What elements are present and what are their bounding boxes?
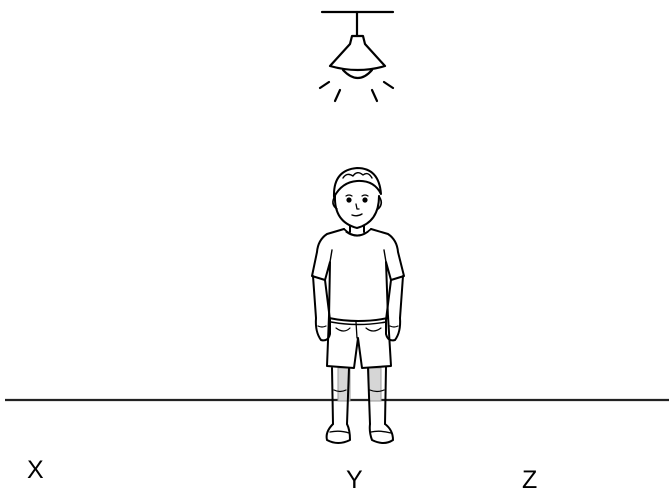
label-x: X <box>27 456 44 484</box>
label-z: Z <box>522 466 537 493</box>
ceiling-lamp <box>320 12 393 101</box>
right-sandal <box>370 424 393 443</box>
label-y: Y <box>346 466 363 493</box>
left-sandal <box>327 424 350 443</box>
lamp-bulb <box>343 70 372 78</box>
face <box>335 196 379 228</box>
lamp-shade <box>330 36 385 70</box>
boy <box>312 168 404 443</box>
light-rays <box>320 82 393 101</box>
ground-shadow <box>338 368 381 401</box>
t-shirt <box>312 229 404 321</box>
